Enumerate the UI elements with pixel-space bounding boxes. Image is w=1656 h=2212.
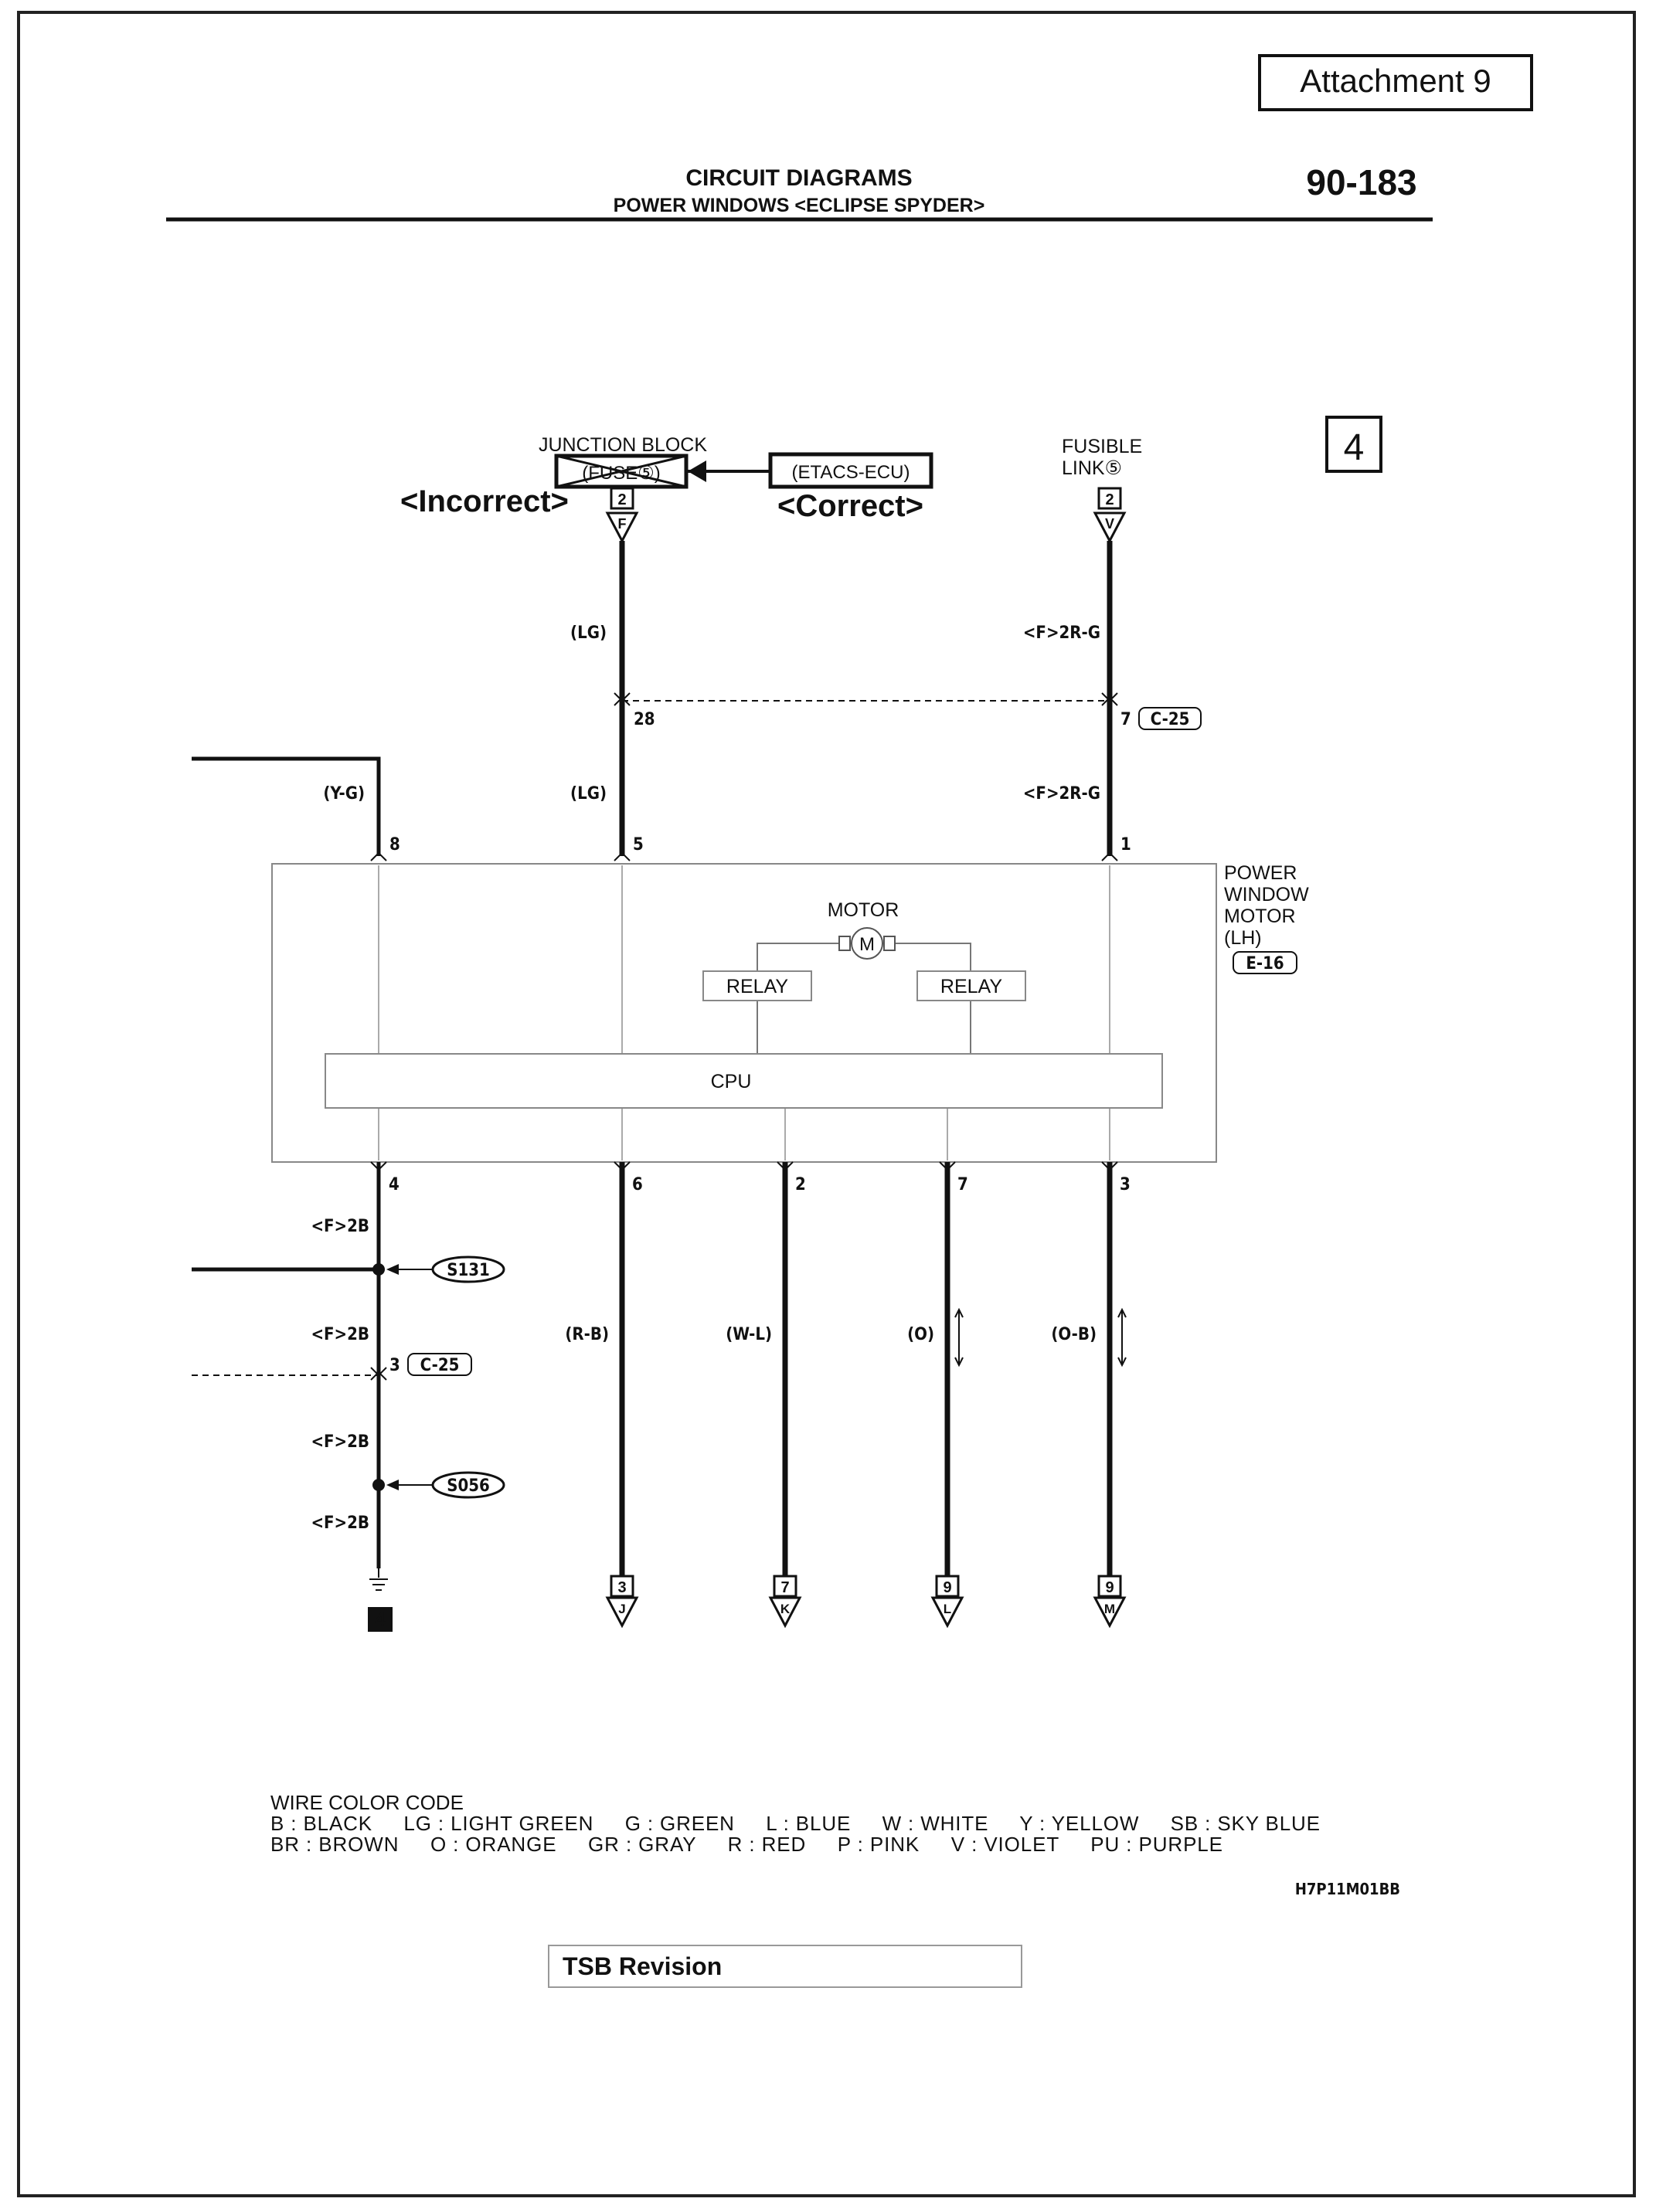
junction-block-source: JUNCTION BLOCK (FUSE⑤) (ETACS-ECU) <Inco… — [400, 434, 933, 544]
pin-7: 7 — [1120, 710, 1131, 729]
correct-annotation: <Correct> — [777, 489, 923, 523]
destination-k: 7 K — [768, 1575, 802, 1629]
motor-unit-label-line-4: (LH) — [1224, 927, 1262, 949]
wire-label-f2rg-upper: <F>2R-G — [1023, 624, 1100, 643]
wire-label-lg-lower: (LG) — [570, 784, 607, 804]
motor-pin-bottom-7: 7 — [957, 1175, 968, 1194]
destination-j: 3 J — [605, 1575, 639, 1629]
section-badge-number: 4 — [1344, 427, 1365, 468]
fusible-link-label-1: FUSIBLE — [1062, 436, 1142, 457]
splice-s056-label: S056 — [447, 1476, 490, 1496]
splice-s131-label: S131 — [447, 1261, 490, 1280]
wire-label-f2rg-lower: <F>2R-G — [1023, 784, 1100, 804]
ground-badge: 4 — [368, 1607, 393, 1632]
page-header: CIRCUIT DIAGRAMS POWER WINDOWS <ECLIPSE … — [166, 162, 1433, 222]
fl-pin-number: 2 — [1105, 491, 1114, 508]
connector-c25-label-bottom: C-25 — [420, 1356, 460, 1375]
lower-wires — [192, 1161, 1127, 1591]
junction-block-label: JUNCTION BLOCK — [539, 434, 707, 456]
jb-pin-number: 2 — [617, 491, 626, 508]
fuse-label-crossed: (FUSE⑤) — [582, 463, 661, 484]
connector-c25-bottom: 3 C-25 — [389, 1353, 472, 1376]
motor-pin-bottom-3: 3 — [1120, 1175, 1131, 1194]
fl-connector-letter: V — [1105, 516, 1114, 532]
cpu-block — [325, 1053, 1163, 1109]
motor-symbol-letter: M — [859, 934, 875, 955]
destination-l-letter: L — [944, 1602, 951, 1616]
power-window-motor-unit: MOTOR M RELAY RELAY CPU — [271, 863, 1217, 1163]
relay-left — [702, 970, 812, 1001]
tsb-revision-label: TSB Revision — [563, 1952, 722, 1980]
tsb-revision-box: TSB Revision — [548, 1945, 1022, 1988]
motor-unit-label-line-2: WINDOW — [1224, 884, 1309, 906]
section-badge: 4 — [1325, 416, 1382, 473]
splice-s056: S056 — [386, 1471, 505, 1499]
wire-label-lg-upper: (LG) — [570, 624, 607, 643]
wire-label-ob: (O-B) — [1051, 1325, 1097, 1344]
destination-k-number: 7 — [780, 1579, 789, 1596]
splice-dot-s056 — [372, 1479, 385, 1491]
incorrect-annotation: <Incorrect> — [400, 484, 569, 518]
wire-label-yg: (Y-G) — [323, 784, 365, 804]
header-title: CIRCUIT DIAGRAMS — [685, 165, 912, 191]
destination-m: 9 M — [1093, 1575, 1127, 1629]
motor-pin-bottom-4: 4 — [389, 1175, 400, 1194]
connector-c25-top: 28 7 C-25 — [634, 707, 1202, 730]
motor-unit-label: POWER WINDOW MOTOR (LH) E-16 — [1224, 862, 1309, 974]
pin-28: 28 — [634, 710, 655, 729]
page-number: 90-183 — [1306, 162, 1416, 202]
wire-color-legend: WIRE COLOR CODE B : BLACK LG : LIGHT GRE… — [270, 1791, 1320, 1856]
cpu-label: CPU — [711, 1071, 752, 1092]
motor-symbol — [851, 927, 883, 960]
legend-line-1: B : BLACK LG : LIGHT GREEN G : GREEN L :… — [270, 1812, 1320, 1835]
legend-title: WIRE COLOR CODE — [270, 1791, 464, 1814]
motor-unit-label-line-3: MOTOR — [1224, 906, 1296, 927]
motor-label: MOTOR — [828, 899, 899, 921]
wire-label-f2b-3: <F>2B — [311, 1432, 369, 1452]
destination-l-number: 9 — [943, 1579, 951, 1596]
jb-connector-letter: F — [618, 516, 627, 532]
destination-m-number: 9 — [1105, 1579, 1114, 1596]
motor-pin-top-5: 5 — [633, 835, 644, 855]
wire-label-wl: (W-L) — [726, 1325, 772, 1344]
wire-label-rb: (R-B) — [565, 1325, 609, 1344]
upper-wires — [192, 541, 1118, 861]
motor-pin-top-1: 1 — [1120, 835, 1131, 855]
legend-line-2: BR : BROWN O : ORANGE GR : GRAY R : RED … — [270, 1833, 1222, 1856]
figure-code: H7P11M01BB — [1295, 1880, 1400, 1898]
relay-right — [916, 970, 1026, 1001]
connector-c25-label-top: C-25 — [1151, 710, 1190, 729]
ground-badge-number: 4 — [375, 1608, 386, 1631]
pin-3: 3 — [389, 1356, 400, 1375]
wire-label-f2b-4: <F>2B — [311, 1514, 369, 1533]
motor-pin-bottom-6: 6 — [632, 1175, 643, 1194]
motor-unit-label-line-1: POWER — [1224, 862, 1297, 884]
fusible-link-source: FUSIBLE LINK⑤ 2 V — [1062, 436, 1142, 544]
wire-label-f2b-2: <F>2B — [311, 1325, 369, 1344]
wire-label-o: (O) — [907, 1325, 934, 1344]
etacs-label: (ETACS-ECU) — [792, 462, 910, 483]
splice-dot-s131 — [372, 1263, 385, 1276]
attachment-label: Attachment 9 — [1300, 63, 1491, 99]
splice-s131: S131 — [386, 1256, 505, 1283]
destination-j-letter: J — [618, 1602, 625, 1616]
motor-connector-e16: E-16 — [1246, 954, 1284, 973]
destination-k-letter: K — [780, 1602, 791, 1616]
destination-m-letter: M — [1104, 1602, 1115, 1616]
fusible-link-label-2: LINK⑤ — [1062, 457, 1122, 479]
relay-right-label: RELAY — [940, 976, 1002, 997]
attachment-box: Attachment 9 — [1258, 54, 1533, 111]
header-subtitle: POWER WINDOWS <ECLIPSE SPYDER> — [614, 195, 985, 216]
relay-left-label: RELAY — [726, 976, 788, 997]
motor-pin-bottom-2: 2 — [795, 1175, 806, 1194]
wire-label-f2b-1: <F>2B — [311, 1217, 369, 1236]
page-border — [17, 11, 1636, 2197]
destination-l: 9 L — [930, 1575, 964, 1629]
correction-arrow — [688, 460, 706, 482]
destination-j-number: 3 — [617, 1579, 626, 1596]
motor-pin-top-8: 8 — [389, 835, 400, 855]
